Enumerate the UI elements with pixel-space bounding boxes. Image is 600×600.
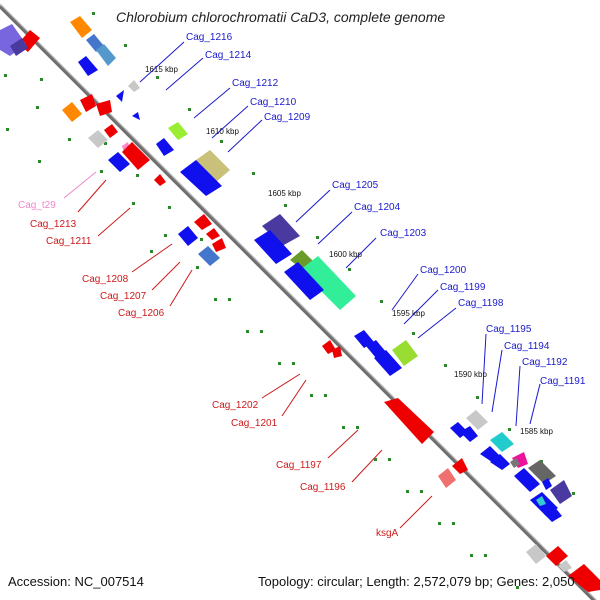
gene-label: Cag_1191	[540, 376, 586, 387]
scale-label: 1605 kbp	[268, 189, 301, 198]
gene-label: Cag_1198	[458, 298, 504, 309]
gene-label: Cag_1214	[205, 50, 252, 61]
gene-label: ksgA	[376, 528, 399, 539]
reverse-genes	[10, 38, 600, 592]
gene-label: Cag_1199	[440, 282, 486, 293]
accession-text: Accession: NC_007514	[8, 574, 144, 589]
gene-label: Cag_1216	[186, 32, 233, 43]
gene-label: Cag_1213	[30, 219, 77, 230]
forward-gene-labels: Cag_1216 Cag_1214 Cag_1212 Cag_1210 Cag_…	[186, 32, 586, 387]
gene-label: Cag_1201	[231, 418, 278, 429]
gene-label: Cag_1207	[100, 291, 147, 302]
gene-label: Cag_1205	[332, 180, 379, 191]
scale-label: 1615 kbp	[145, 65, 178, 74]
scale-label: 1585 kbp	[520, 427, 553, 436]
forward-genes	[0, 16, 572, 522]
gene-label: Cag_1212	[232, 78, 279, 89]
gene-label: Cag_1209	[264, 112, 311, 123]
map-title: Chlorobium chlorochromatii CaD3, complet…	[116, 9, 445, 25]
gene-label: Cag_1211	[46, 236, 92, 247]
scale-label: 1590 kbp	[454, 370, 487, 379]
scale-label: 1610 kbp	[206, 127, 239, 136]
scale-label: 1600 kbp	[329, 250, 362, 259]
gene-label: Cag_1204	[354, 202, 401, 213]
gene-label: Cag_1194	[504, 341, 550, 352]
gene-label: Cag_1208	[82, 274, 129, 285]
gene-label: Cag_1206	[118, 308, 165, 319]
gene-label: Cag_1192	[522, 357, 568, 368]
gene-label: Cag_1202	[212, 400, 259, 411]
gene-label: Cag_1203	[380, 228, 427, 239]
reverse-gene-labels: Cag_t29 Cag_1213 Cag_1211 Cag_1208 Cag_1…	[18, 200, 399, 539]
dots-lower	[4, 74, 519, 589]
gene-label: Cag_1195	[486, 324, 532, 335]
gene-label: Cag_1200	[420, 265, 467, 276]
topology-text: Topology: circular; Length: 2,572,079 bp…	[258, 574, 575, 589]
scale-label: 1595 kbp	[392, 309, 425, 318]
scale-labels: 1615 kbp 1610 kbp 1605 kbp 1600 kbp 1595…	[145, 65, 553, 436]
dots-outer-upper	[92, 12, 575, 495]
reverse-leaders	[63, 171, 433, 529]
gene-label: Cag_t29	[18, 200, 56, 211]
gene-label: Cag_1196	[300, 482, 346, 493]
tick-dots	[4, 12, 575, 589]
gene-label: Cag_1210	[250, 97, 297, 108]
dots-far-lower	[6, 128, 473, 557]
gene-label: Cag_1197	[276, 460, 322, 471]
genome-backbone	[0, 3, 597, 600]
forward-leaders	[139, 41, 541, 427]
